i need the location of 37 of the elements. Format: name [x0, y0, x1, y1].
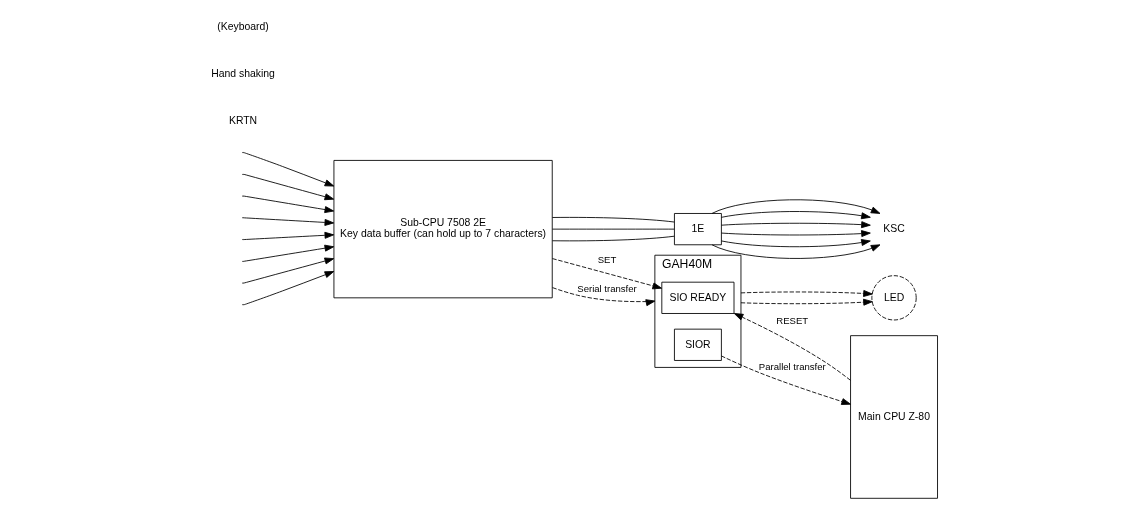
arrow	[243, 195, 334, 214]
arrow	[711, 244, 880, 259]
edge-label: Parallel transfer	[758, 360, 826, 372]
connector	[551, 228, 675, 230]
node-box: Main CPU Z-80	[849, 335, 938, 499]
edge-label: SET	[597, 253, 616, 265]
node-text: KSC	[882, 222, 905, 234]
node-box: Sub-CPU 7508 2E Key data buffer (can hold up to 7 characters)	[333, 160, 553, 299]
arrow	[243, 271, 334, 306]
arrow	[243, 217, 334, 226]
connector	[551, 216, 675, 223]
arrow	[551, 258, 662, 290]
arrow	[740, 298, 873, 306]
arrow	[243, 173, 334, 201]
arrow	[551, 287, 655, 307]
label: Hand shaking	[210, 68, 275, 80]
arrow	[720, 230, 871, 238]
arrow	[711, 199, 880, 214]
arrow	[720, 239, 871, 248]
arrow	[243, 257, 334, 284]
node-box: SIOR	[673, 328, 722, 361]
arrow	[720, 221, 871, 229]
edge-label: RESET	[775, 314, 808, 326]
arrow	[243, 152, 334, 187]
edge-label: Serial transfer	[576, 283, 637, 295]
arrow	[243, 231, 334, 240]
arrow	[740, 290, 873, 297]
node-circle: LED	[870, 275, 917, 321]
arrow	[733, 313, 851, 381]
connector	[551, 235, 675, 242]
node-box: 1E	[673, 213, 722, 246]
node-box: SIO READY	[660, 281, 734, 314]
label: KRTN	[228, 114, 257, 126]
arrow	[243, 244, 334, 262]
arrow	[720, 211, 871, 220]
label: (Keyboard)	[216, 21, 269, 33]
arrow	[720, 355, 851, 405]
